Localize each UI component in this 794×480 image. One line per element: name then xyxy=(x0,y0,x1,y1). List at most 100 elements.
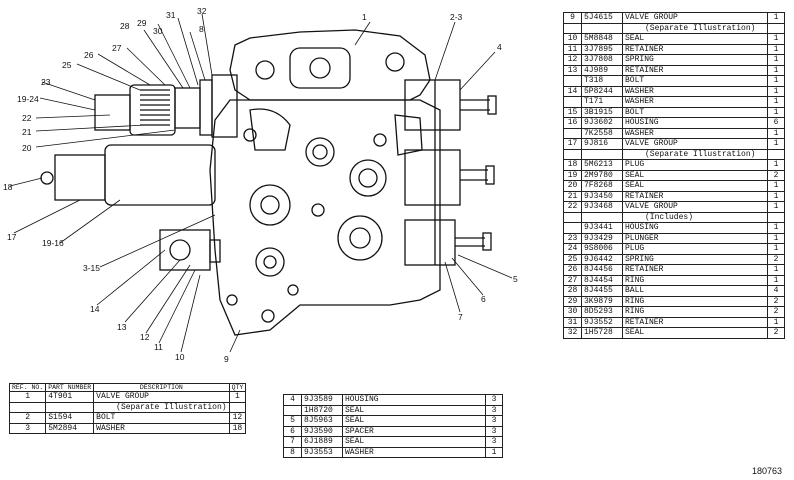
table-header-row: REF. NO. PART NUMBER DESCRIPTION QTY xyxy=(8,383,247,392)
ref-cell xyxy=(563,96,582,108)
qty-cell xyxy=(767,211,785,223)
desc-cell: (Separate Illustration) xyxy=(622,22,768,34)
callout-label: 7 xyxy=(458,312,463,322)
ref-cell: 20 xyxy=(563,180,582,192)
ref-cell: 9 xyxy=(563,12,582,24)
part-cell xyxy=(581,211,623,223)
part-cell: 9J3602 xyxy=(581,117,623,129)
callout-label: 20 xyxy=(22,143,32,153)
desc-cell: SEAL xyxy=(342,415,486,427)
desc-cell: HOUSING xyxy=(342,394,486,406)
qty-cell: 18 xyxy=(228,422,247,434)
part-cell: S1594 xyxy=(45,412,95,424)
part-cell: 8J4455 xyxy=(581,285,623,297)
qty-cell: 1 xyxy=(767,243,785,255)
part-cell: 5M8848 xyxy=(581,33,623,45)
ref-cell: 29 xyxy=(563,295,582,307)
desc-cell: RETAINER xyxy=(622,190,768,202)
desc-cell: WASHER xyxy=(622,85,768,97)
qty-cell: 3 xyxy=(485,394,503,406)
qty-cell xyxy=(767,148,785,160)
qty-cell: 12 xyxy=(228,412,247,424)
part-cell: 9J3590 xyxy=(301,425,343,437)
ref-cell xyxy=(563,75,582,87)
desc-cell: HOUSING xyxy=(622,117,768,129)
ref-cell xyxy=(8,401,47,413)
desc-cell: RETAINER xyxy=(622,316,768,328)
ref-cell: 14 xyxy=(563,85,582,97)
ref-cell: 11 xyxy=(563,43,582,55)
part-cell: 1H5728 xyxy=(581,327,623,339)
table-row: 3 5M2894 WASHER 18 xyxy=(8,422,247,434)
qty-cell: 1 xyxy=(767,264,785,276)
callout-label: 9 xyxy=(224,354,229,364)
part-cell: 5M2894 xyxy=(45,422,95,434)
callout-label: 18 xyxy=(3,182,13,192)
desc-cell: RING xyxy=(622,274,768,286)
desc-cell: SEAL xyxy=(622,180,768,192)
qty-cell xyxy=(767,22,785,34)
desc-cell: VALVE GROUP xyxy=(622,201,768,213)
qty-cell: 1 xyxy=(767,75,785,87)
desc-cell: HOUSING xyxy=(622,222,768,234)
callout-label: 1 xyxy=(362,12,367,22)
qty-cell: 2 xyxy=(767,327,785,339)
callout-label: 23 xyxy=(41,77,51,87)
qty-cell: 1 xyxy=(767,159,785,171)
header-desc: DESCRIPTION xyxy=(93,383,230,392)
ref-cell: 7 xyxy=(283,436,302,448)
qty-cell: 2 xyxy=(767,169,785,181)
part-cell: 9J3429 xyxy=(581,232,623,244)
part-cell: 5P8244 xyxy=(581,85,623,97)
qty-cell: 3 xyxy=(485,436,503,448)
desc-cell: PLUG xyxy=(622,243,768,255)
ref-cell xyxy=(563,148,582,160)
callout-label: 10 xyxy=(175,352,185,362)
part-cell: 9J3468 xyxy=(581,201,623,213)
callout-label: 4 xyxy=(497,42,502,52)
part-cell: 9J3450 xyxy=(581,190,623,202)
callout-label: 3-15 xyxy=(83,263,100,273)
desc-cell: RETAINER xyxy=(622,43,768,55)
callout-label: 22 xyxy=(22,113,32,123)
part-cell: 4T901 xyxy=(45,391,95,403)
part-cell: 3B1915 xyxy=(581,106,623,118)
callout-label: 25 xyxy=(62,60,72,70)
qty-cell xyxy=(228,401,247,413)
ref-cell: 17 xyxy=(563,138,582,150)
qty-cell: 1 xyxy=(767,33,785,45)
part-cell: 3K9879 xyxy=(581,295,623,307)
part-cell: 8D5293 xyxy=(581,306,623,318)
table-row: 1 4T901 VALVE GROUP 1 xyxy=(8,391,247,403)
part-cell: 9J816 xyxy=(581,138,623,150)
ref-cell: 10 xyxy=(563,33,582,45)
ref-cell: 31 xyxy=(563,316,582,328)
ref-cell xyxy=(283,404,302,416)
ref-cell: 2 xyxy=(8,412,47,424)
desc-cell: VALVE GROUP xyxy=(622,138,768,150)
desc-cell: BALL xyxy=(622,285,768,297)
callout-label: 21 xyxy=(22,127,32,137)
qty-cell: 1 xyxy=(767,222,785,234)
part-cell: 8J4456 xyxy=(581,264,623,276)
ref-cell: 16 xyxy=(563,117,582,129)
callout-label: 31 xyxy=(166,10,176,20)
part-cell: 9S8006 xyxy=(581,243,623,255)
desc-cell: (Includes) xyxy=(622,211,768,223)
